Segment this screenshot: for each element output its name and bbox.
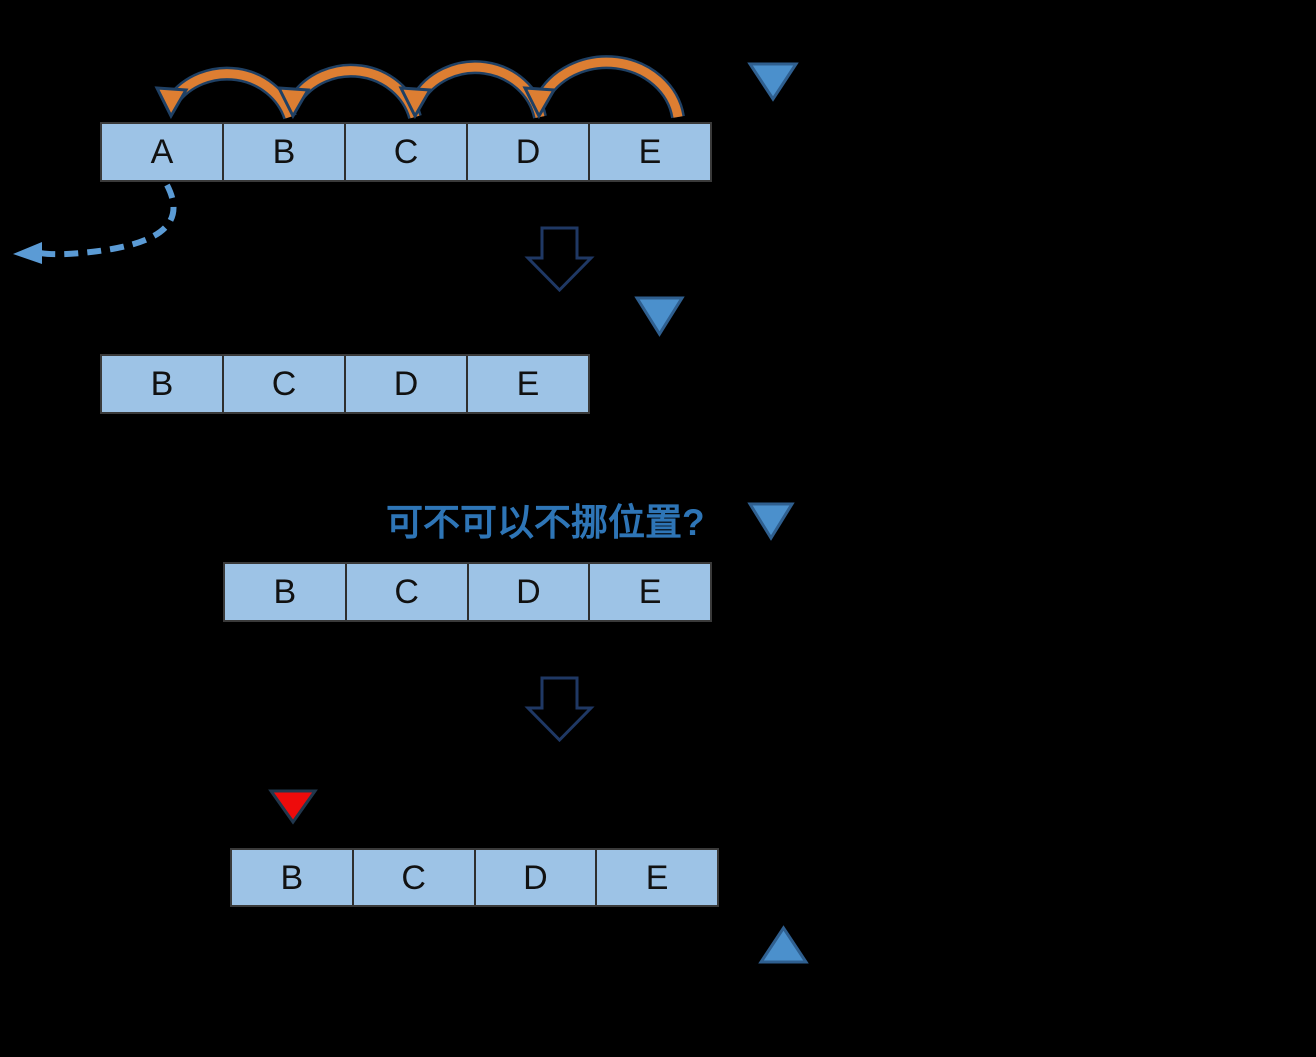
array-row-initial: A B C D E [100,122,712,182]
array-cell: E [466,356,588,412]
pointer-triangle-icon [747,502,795,541]
jump-arrows [154,55,685,120]
array-cell: B [222,124,344,180]
array-cell: B [280,858,304,897]
array-row-unmoved: B C D E [223,562,712,622]
step-down-arrow-icon [524,226,595,293]
pointer-triangle-icon [747,62,799,102]
array-row-final: B C D E [230,848,719,907]
array-cell: B [150,365,174,403]
up-pointer-icon [758,925,809,964]
removed-element-arrow-icon [13,183,177,264]
array-cell: E [588,564,710,620]
array-row-shifted: B C D E [100,354,590,414]
step-down-arrow-icon [524,676,595,743]
array-cell: C [351,850,474,905]
jump-arrow-icon [522,55,685,120]
array-cell: A [150,133,174,171]
array-cell: E [595,850,717,905]
pointer-triangle-icon [634,296,685,337]
array-cell: D [466,124,588,180]
red-pointer-icon [268,789,318,825]
array-cell: C [344,124,466,180]
array-cell: D [344,356,466,412]
array-cell: E [588,124,710,180]
array-cell: C [222,356,344,412]
array-cell: B [273,573,297,611]
jump-arrow-icon [154,66,297,120]
array-cell: C [344,564,467,620]
array-cell: D [473,850,596,905]
jump-arrow-icon [398,60,547,120]
question-text: 可不可以不挪位置? [386,502,705,543]
array-cell: D [466,564,589,620]
jump-arrow-icon [276,63,422,120]
